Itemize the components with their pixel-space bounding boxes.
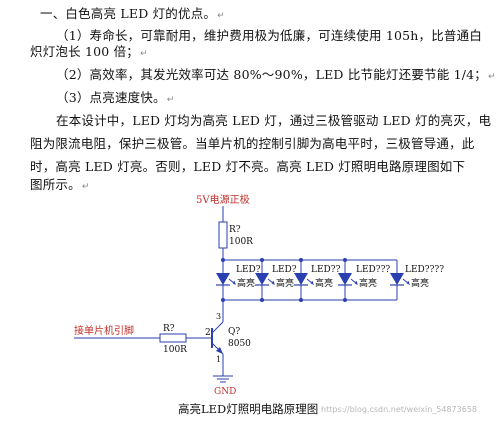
ground-label: GND [214, 387, 236, 397]
supply-label: 5V电源正极 [196, 193, 250, 206]
paragraph-mark-icon: ↵ [217, 11, 225, 21]
watermark: https://blog.csdn.net/weixin_54873658 [321, 405, 478, 414]
resistor-top-value: 100R [229, 237, 253, 247]
resistor-top-ref: R? [229, 225, 241, 235]
document-page: 一、白色高亮 LED 灯的优点。↵ （1）寿命长，可靠耐用，维护费用极为低廉，可… [30, 6, 496, 416]
transistor-pin-base: 2 [205, 328, 211, 338]
led-5-label: 高亮 [411, 277, 429, 289]
paragraph-mark-icon: ↵ [488, 72, 496, 82]
mcu-pin-label: 接单片机引脚 [74, 324, 134, 337]
paragraph-mark-icon: ↵ [81, 182, 90, 192]
led-5: LED???? 高亮 [390, 265, 444, 289]
figure-caption: 高亮LED灯照明电路原理图 [178, 402, 319, 416]
led-2-label: 高亮 [276, 277, 294, 289]
wires [74, 206, 398, 376]
transistor-pin-emitter: 1 [216, 355, 221, 364]
transistor-ref: Q? [228, 327, 240, 337]
resistor-top [218, 221, 228, 249]
design-line-2: 阻为限流电阻，保护三极管。当单片机的控制引脚为高电平时，三极管导通，此 [30, 136, 475, 151]
led-3-ref: LED?? [311, 265, 341, 275]
junction-dots [221, 258, 347, 302]
heading-advantages: 一、白色高亮 LED 灯的优点。↵ [40, 6, 225, 21]
paragraph-mark-icon: ↵ [166, 95, 175, 105]
led-2-ref: LED? [272, 265, 297, 275]
point-1-line-1: （1）寿命长，可靠耐用，维护费用极为低廉，可连续使用 105h，比普通白 [56, 28, 483, 43]
led-1: LED? 高亮 [216, 265, 261, 289]
point-3: （3）点亮速度快。↵ [56, 90, 175, 105]
point-2: （2）高效率，其发光效率可达 80%～90%，LED 比节能灯还要节能 1/4；… [56, 67, 496, 82]
paragraph-mark-icon: ↵ [140, 49, 148, 59]
resistor-base-value: 100R [163, 345, 187, 355]
design-line-4: 图所示。↵ [30, 177, 90, 192]
led-lighting-circuit-diagram: 5V电源正极 R? 100R LED? 高亮 LED? 高亮 LED?? 高亮 [74, 193, 444, 397]
led-1-label: 高亮 [237, 277, 255, 289]
led-1-ref: LED? [236, 265, 261, 275]
led-2: LED? 高亮 [255, 265, 297, 289]
ground-icon [213, 375, 233, 383]
point-1-line-2: 炽灯泡长 100 倍；↵ [30, 44, 148, 59]
transistor-part: 8050 [228, 339, 251, 349]
led-3: LED?? 高亮 [294, 265, 341, 289]
led-4: LED??? 高亮 [338, 265, 390, 289]
design-line-1: 在本设计中，LED 灯均为高亮 LED 灯，通过三极管驱动 LED 灯的亮灭，电 [56, 113, 492, 128]
led-3-label: 高亮 [315, 277, 333, 289]
resistor-base [159, 333, 187, 343]
transistor-pin-collector: 3 [216, 312, 221, 321]
led-5-ref: LED???? [405, 265, 444, 275]
design-line-3: 时，高亮 LED 灯亮。否则，LED 灯不亮。高亮 LED 灯照明电路原理图如下 [30, 159, 466, 174]
led-4-label: 高亮 [359, 277, 377, 289]
transistor-symbol [211, 321, 224, 355]
led-4-ref: LED??? [356, 265, 390, 275]
resistor-base-ref: R? [163, 324, 175, 334]
